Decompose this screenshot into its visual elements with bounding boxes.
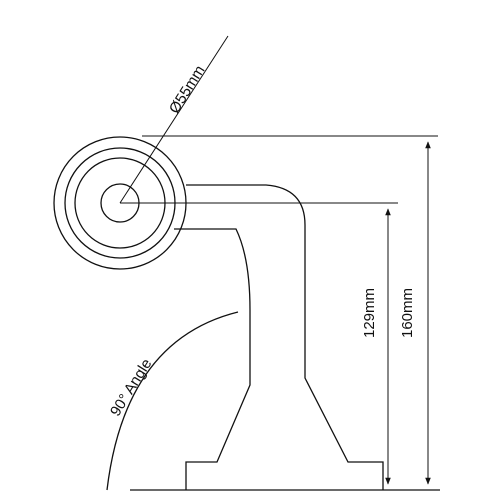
total-height-label: 160mm [399, 288, 416, 338]
bracket-body-outline [174, 228, 251, 490]
diameter-leader-line [119, 35, 229, 204]
diameter-label: Ø55mm [166, 62, 209, 116]
angle-label: 90° Angle [107, 356, 156, 420]
center-height-label: 129mm [361, 288, 378, 338]
bracket-arm-outline [186, 184, 384, 490]
angle-arc [106, 311, 239, 491]
